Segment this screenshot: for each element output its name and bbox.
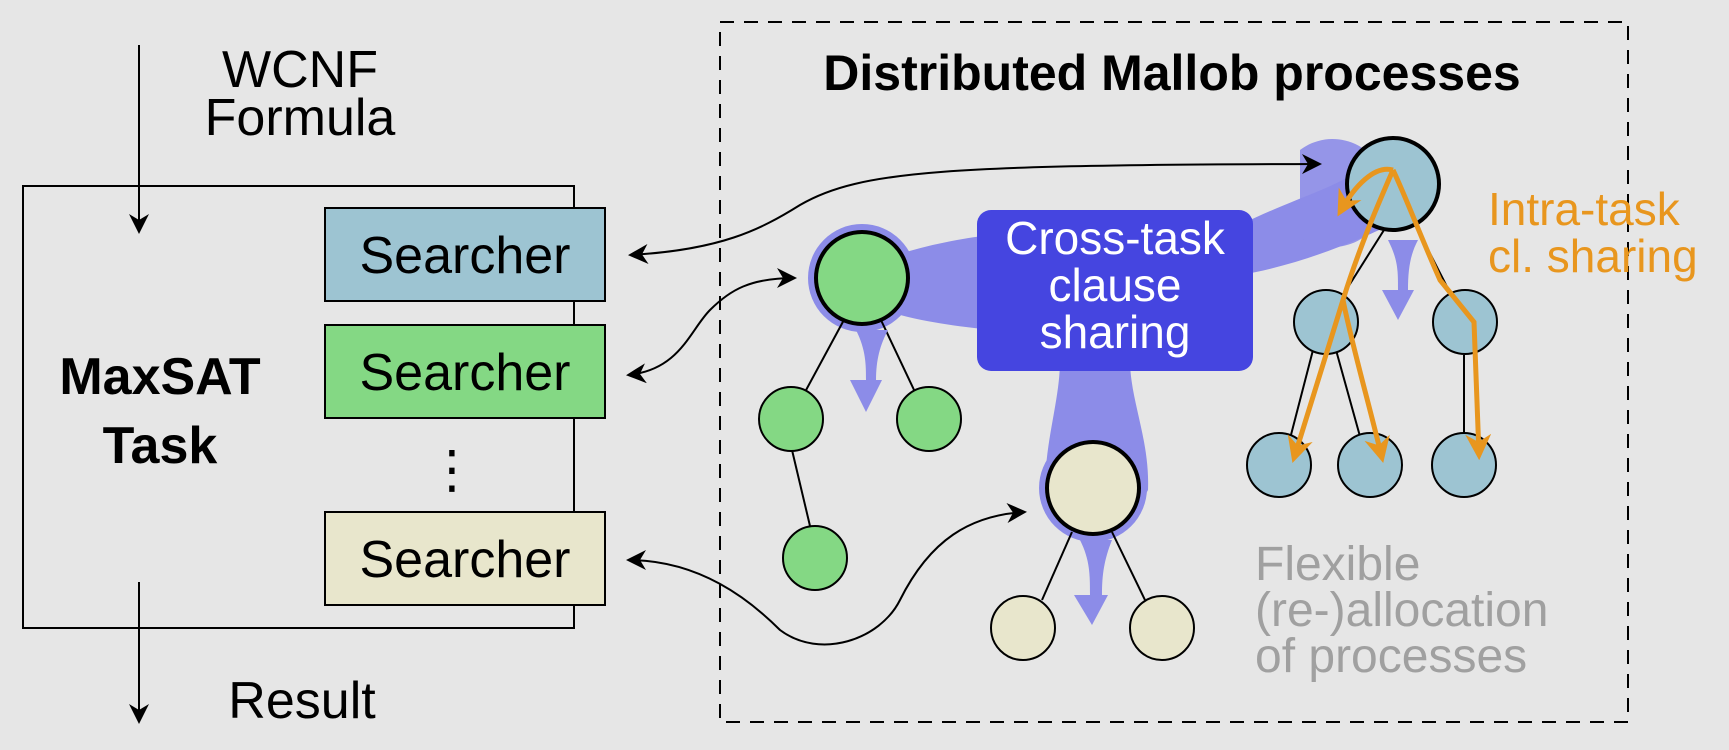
searcher-beige-label: Searcher [360,531,571,589]
searcher-blue-label: Searcher [360,227,571,285]
searcher-process-links [626,154,1322,646]
link-beige [626,503,1027,646]
output-label: Result [228,672,376,730]
task-label-line2: Task [103,417,218,475]
local-sharing-arrows [850,240,1418,625]
beige-tree-nodes [990,440,1195,661]
searcher-blue: Searcher [324,207,606,302]
cross-task-line2: clause [1049,259,1182,311]
link-green [626,268,797,384]
flexible-line2: (re-)allocation [1255,584,1548,637]
blue-root-node [1345,136,1441,232]
task-label-line1: MaxSAT [59,348,261,406]
searcher-green: Searcher [324,324,606,419]
input-label-line1: WCNF [222,41,378,99]
searcher-ellipsis: ⋮ [426,441,478,499]
searcher-green-label: Searcher [360,344,571,402]
flexible-line3: of processes [1255,630,1527,683]
beige-tree-edges [1041,531,1146,601]
region-title: Distributed Mallob processes [823,45,1520,101]
cross-task-line3: sharing [1040,306,1191,358]
beige-root-node [1045,440,1141,536]
cross-task-line1: Cross-task [1005,212,1226,264]
intra-task-line1: Intra-task [1488,183,1681,235]
green-root-node [814,230,910,326]
link-blue [628,154,1322,264]
intra-task-line2: cl. sharing [1488,230,1698,282]
blue-tree-nodes [1246,136,1498,498]
searcher-beige: Searcher [324,511,606,606]
input-label-line2: Formula [205,89,396,147]
intra-task-arrows [1287,166,1492,464]
flexible-line1: Flexible [1255,538,1420,591]
